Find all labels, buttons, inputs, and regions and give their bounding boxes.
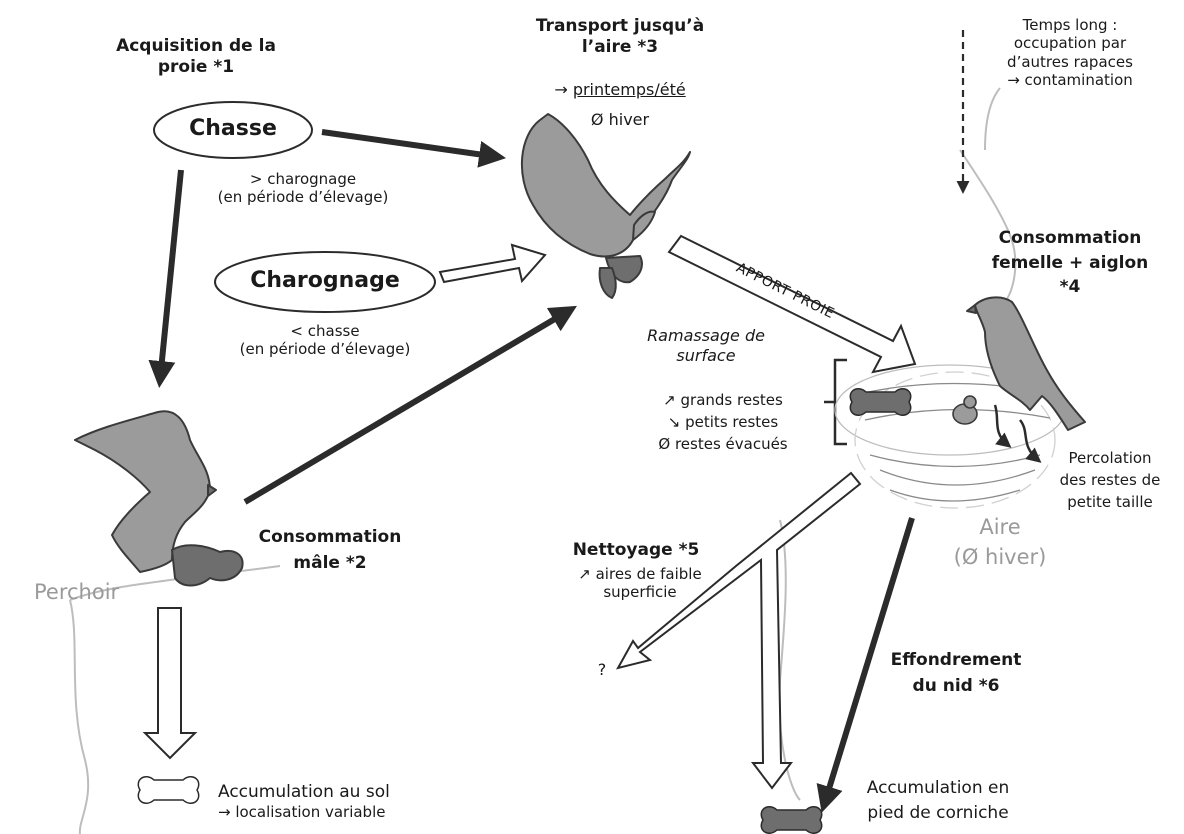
hollow-arrow-charognage — [438, 243, 547, 284]
consommation-femelle-title: Consommation femelle + aiglon *4 — [991, 228, 1149, 298]
hollow-arrow-apport-proie — [667, 234, 917, 374]
transport-winter: Ø hiver — [590, 110, 650, 129]
ramassage-items: ↗ grands restes ↘ petits restes Ø restes… — [658, 391, 788, 453]
chasse-oval — [153, 101, 313, 159]
ramassage-title: Ramassage de surface — [647, 326, 765, 365]
arrow-nest-collapse — [816, 517, 915, 813]
consommation-male-title: Consommation mâle *2 — [258, 527, 402, 573]
nettoyage-title: Nettoyage *5 — [572, 540, 700, 560]
chasse-note: > charognage (en période d’élevage) — [217, 170, 389, 207]
arrow-male-to-transport — [243, 305, 577, 505]
charognage-note: < chasse (en période d’élevage) — [239, 322, 411, 359]
eagle-flying-icon — [520, 113, 691, 299]
eaglet-icon — [952, 395, 978, 425]
accumulation-sol-label: Accumulation au sol → localisation varia… — [218, 782, 390, 822]
arrow-chasse-to-transport — [321, 129, 507, 168]
temps-long-note: Temps long : occupation par d’autres rap… — [1007, 16, 1133, 89]
eagle-perched-nest-icon — [966, 296, 1086, 431]
hollow-arrow-perchoir-down — [142, 607, 198, 760]
bone-icon — [849, 388, 912, 416]
transport-season: → printemps/été — [554, 80, 686, 99]
charognage-label: Charognage — [250, 268, 400, 293]
apport-proie-label: APPORT PROIE — [733, 259, 837, 323]
nettoyage-note: ↗ aires de faible superficie — [578, 565, 702, 602]
percolation-note: Percolation des restes de petite taille — [1059, 449, 1161, 511]
chasse-label: Chasse — [189, 116, 277, 141]
accumulation-corniche-label: Accumulation en pied de corniche — [866, 778, 1010, 823]
transport-title: Transport jusqu’à l’aire *3 — [535, 16, 705, 57]
bone-icon-corniche — [760, 806, 823, 834]
aire-label: Aire (Ø hiver) — [953, 515, 1047, 570]
perchoir-label: Perchoir — [34, 580, 120, 604]
charognage-oval — [214, 251, 436, 313]
dark-arrows — [148, 129, 915, 813]
effondrement-title: Effondrement du nid *6 — [890, 650, 1022, 696]
hollow-arrow-nettoyage-fork — [616, 471, 862, 790]
acquisition-title: Acquisition de la proie *1 — [116, 36, 276, 77]
arrow-chasse-to-perchoir — [148, 169, 184, 389]
nettoyage-unknown: ? — [597, 660, 607, 679]
bone-icon-sol — [137, 776, 200, 804]
eagle-perched-male-icon — [74, 410, 244, 587]
ramassage-bracket — [824, 358, 847, 446]
percolation-arrows — [993, 404, 1042, 463]
